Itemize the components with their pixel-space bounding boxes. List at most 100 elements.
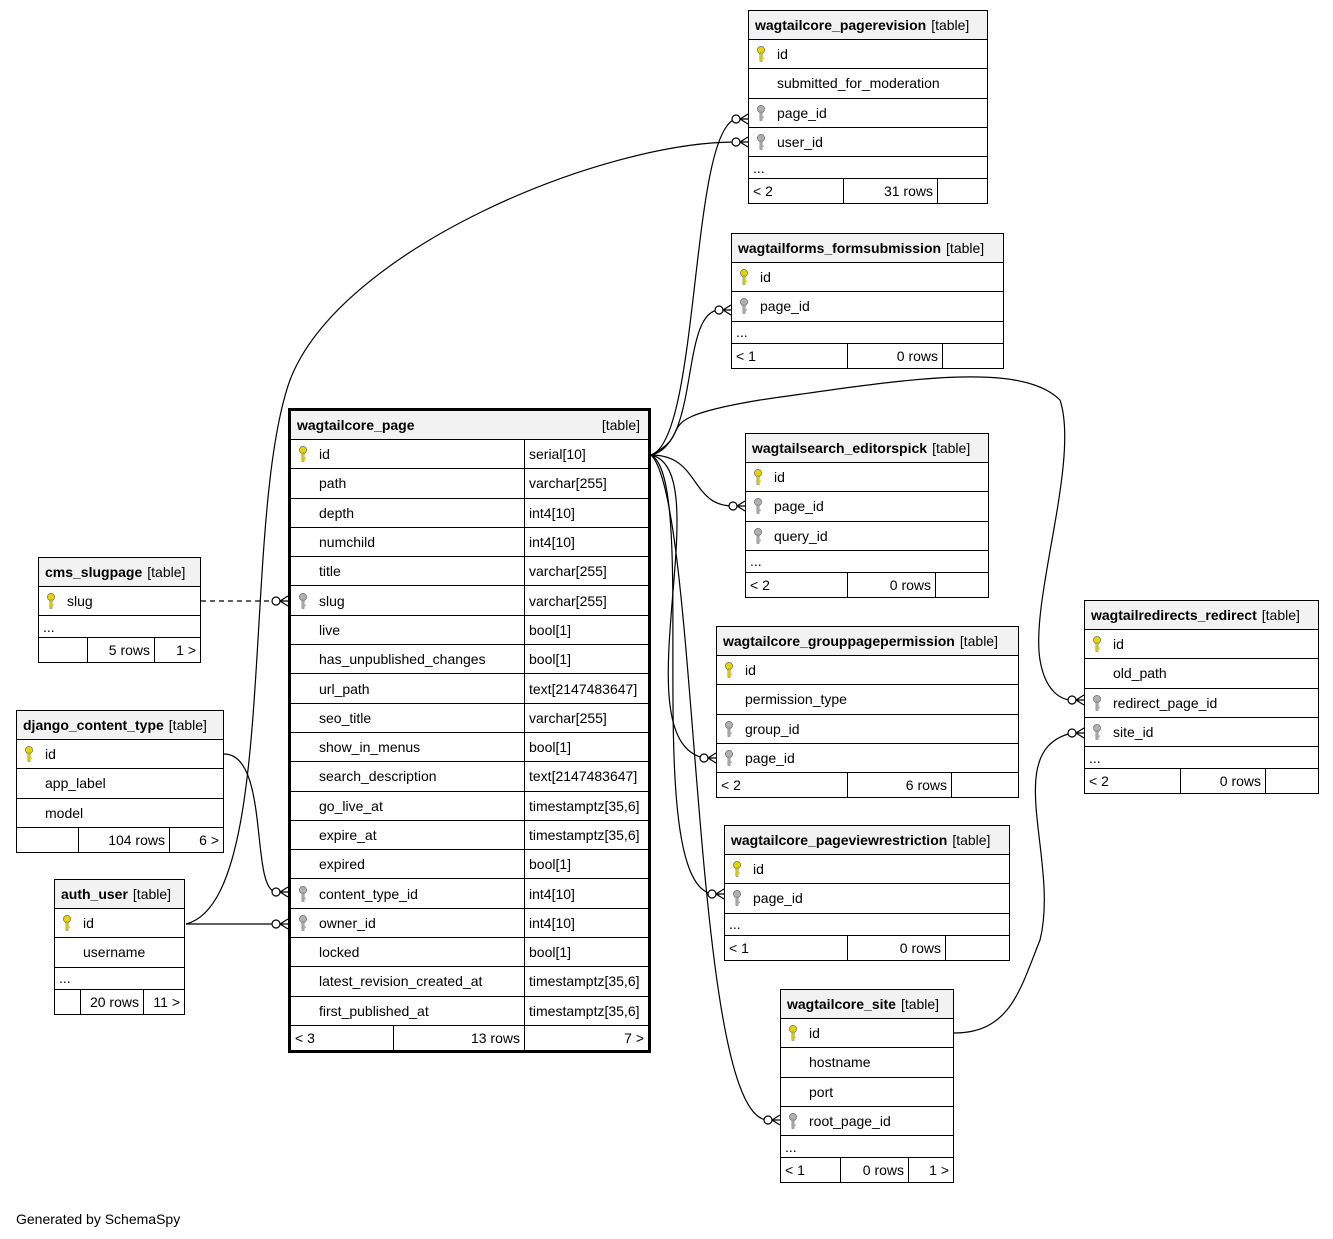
column-row[interactable]: submitted_for_moderation	[749, 69, 987, 99]
column-row[interactable]: site_id	[1085, 718, 1318, 748]
column-row[interactable]: id	[717, 656, 1018, 686]
column-row[interactable]: username	[55, 938, 184, 968]
column-row[interactable]: root_page_id	[781, 1107, 953, 1137]
children-link[interactable]	[938, 179, 987, 203]
more-columns[interactable]: ...	[732, 322, 1003, 344]
more-columns[interactable]: ...	[749, 157, 987, 180]
table-wagtailcore-pageviewrestriction[interactable]: wagtailcore_pageviewrestriction[table]id…	[724, 825, 1010, 961]
table-header[interactable]: wagtailcore_pageviewrestriction[table]	[725, 826, 1009, 855]
column-row[interactable]: id	[749, 40, 987, 70]
parents-link[interactable]	[39, 638, 88, 663]
children-link[interactable]	[952, 773, 1018, 797]
column-row[interactable]: hostname	[781, 1048, 953, 1078]
column-row[interactable]: id	[17, 740, 223, 770]
children-link[interactable]: 1 >	[176, 642, 196, 659]
table-header[interactable]: wagtailcore_page[table]	[291, 411, 648, 440]
table-header[interactable]: wagtailcore_grouppagepermission[table]	[717, 627, 1018, 656]
parents-link[interactable]: < 2	[746, 572, 848, 597]
parents-link[interactable]: < 1	[725, 935, 848, 960]
column-row[interactable]: page_id	[717, 744, 1018, 774]
column-row[interactable]: id	[746, 463, 988, 493]
column-row[interactable]: old_path	[1085, 659, 1318, 689]
more-columns[interactable]: ...	[781, 1136, 953, 1159]
table-wagtailcore-grouppagepermission[interactable]: wagtailcore_grouppagepermission[table]id…	[716, 626, 1019, 799]
children-link[interactable]	[1266, 769, 1318, 793]
children-link[interactable]: 7 >	[624, 1029, 644, 1046]
column-row[interactable]: id	[55, 909, 184, 939]
children-link[interactable]: 6 >	[199, 831, 219, 848]
column-row[interactable]: id	[1085, 630, 1318, 660]
children-link[interactable]	[946, 936, 1009, 960]
column-row[interactable]: id	[781, 1019, 953, 1049]
parents-link[interactable]	[55, 989, 81, 1014]
table-header[interactable]: wagtailredirects_redirect[table]	[1085, 601, 1318, 630]
column-row[interactable]: page_id	[732, 292, 1003, 322]
column-row[interactable]: page_id	[749, 99, 987, 128]
table-header[interactable]: wagtailcore_site[table]	[781, 990, 953, 1019]
column-row[interactable]: app_label	[17, 769, 223, 799]
more-columns[interactable]: ...	[39, 616, 200, 639]
parents-link[interactable]	[17, 827, 79, 852]
column-row[interactable]: id	[732, 263, 1003, 293]
more-columns[interactable]: ...	[1085, 747, 1318, 770]
column-row[interactable]: model	[17, 799, 223, 828]
parents-link[interactable]: < 1	[732, 343, 848, 368]
more-columns[interactable]: ...	[725, 914, 1009, 936]
parents-link[interactable]: < 3	[291, 1025, 394, 1050]
children-link[interactable]: 11 >	[153, 993, 180, 1010]
parents-link[interactable]: < 2	[1085, 769, 1181, 794]
more-columns[interactable]: ...	[55, 968, 184, 990]
table-header[interactable]: cms_slugpage[table]	[39, 558, 200, 587]
children-link[interactable]	[936, 573, 988, 597]
column-row[interactable]: page_id	[725, 884, 1009, 914]
table-header[interactable]: wagtailcore_pagerevision[table]	[749, 11, 987, 40]
children-link[interactable]: 1 >	[929, 1162, 949, 1179]
parents-link[interactable]: < 2	[749, 179, 844, 204]
column-row[interactable]: page_id	[746, 492, 988, 522]
children-link[interactable]	[943, 344, 1003, 368]
parents-link[interactable]: < 2	[717, 773, 848, 798]
parents-link[interactable]: < 1	[781, 1158, 841, 1183]
column-row[interactable]: permission_type	[717, 685, 1018, 715]
column-row[interactable]: port	[781, 1078, 953, 1107]
table-header[interactable]: auth_user[table]	[55, 880, 184, 909]
more-columns[interactable]: ...	[746, 551, 988, 573]
table-header[interactable]: wagtailforms_formsubmission[table]	[732, 234, 1003, 263]
column-row[interactable]: id	[725, 855, 1009, 885]
column-row[interactable]: redirect_page_id	[1085, 689, 1318, 718]
column-row[interactable]: group_id	[717, 715, 1018, 744]
column-row[interactable]: user_id	[749, 128, 987, 158]
table-header[interactable]: django_content_type[table]	[17, 711, 223, 740]
column-row[interactable]: query_id	[746, 522, 988, 551]
column-row[interactable]: slug	[39, 587, 200, 617]
table-header[interactable]: wagtailsearch_editorspick[table]	[746, 434, 988, 463]
